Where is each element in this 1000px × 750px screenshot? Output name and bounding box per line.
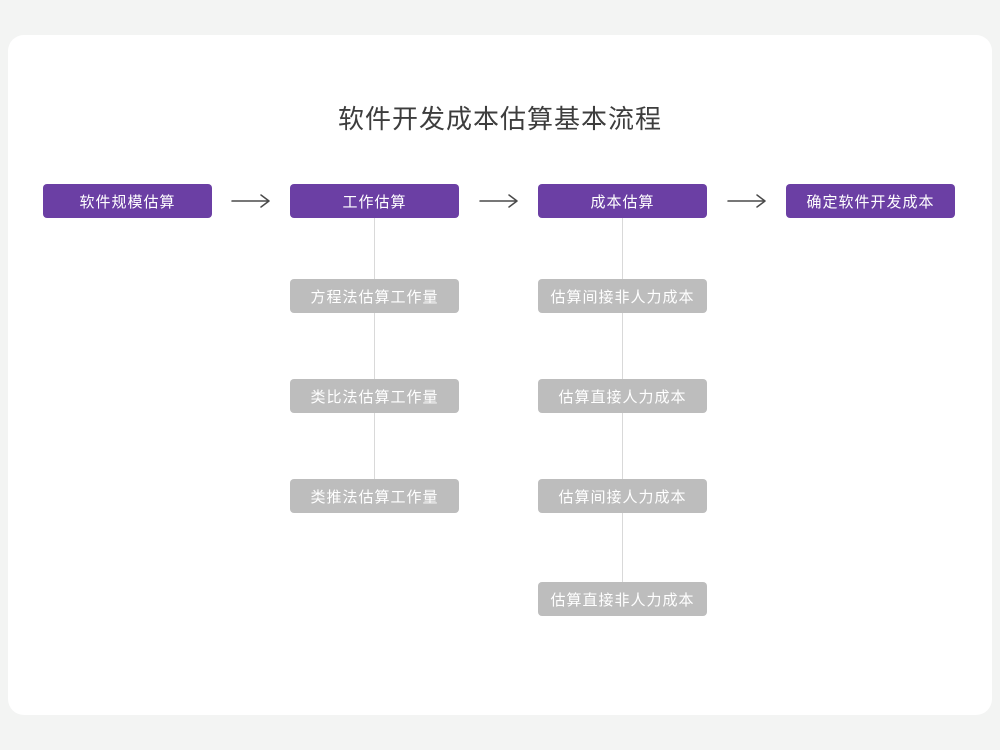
branch-node-equation-method-workload: 方程法估算工作量 [290,279,459,313]
flow-node-software-scale-estimation: 软件规模估算 [43,184,212,218]
arrow-right-icon [479,193,519,209]
arrow-right-icon [727,193,767,209]
flow-node-determine-development-cost: 确定软件开发成本 [786,184,955,218]
diagram-title: 软件开发成本估算基本流程 [337,104,662,134]
branch-node-direct-non-labor-cost: 估算直接非人力成本 [538,582,707,616]
branch-node-direct-labor-cost: 估算直接人力成本 [538,379,707,413]
branch-node-analogy-method-workload: 类比法估算工作量 [290,379,459,413]
branch-connector-line-work-estimation [374,218,375,496]
flow-node-work-estimation: 工作估算 [290,184,459,218]
flow-node-cost-estimation: 成本估算 [538,184,707,218]
diagram-card [8,35,992,715]
branch-node-indirect-labor-cost: 估算间接人力成本 [538,479,707,513]
arrow-right-icon [231,193,271,209]
branch-node-indirect-non-labor-cost: 估算间接非人力成本 [538,279,707,313]
branch-node-extrapolation-method-workload: 类推法估算工作量 [290,479,459,513]
